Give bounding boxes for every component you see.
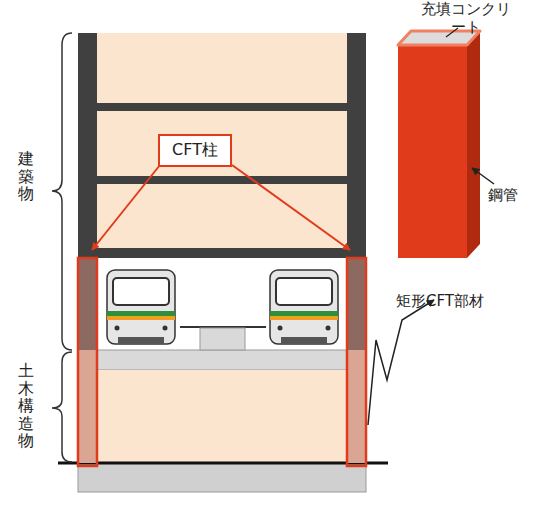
label-box: CFT柱 [158, 134, 232, 167]
box-label: CFT柱 [172, 140, 218, 161]
cft-column [78, 350, 97, 463]
civil-structure [78, 370, 366, 463]
building-label: 建築物 [18, 150, 34, 203]
train [107, 270, 175, 344]
ground-line [58, 462, 388, 465]
concrete-label: 充填コンクリート [416, 0, 516, 36]
cft-column [78, 258, 97, 350]
building-column [347, 33, 366, 258]
building-interior [78, 33, 366, 258]
zigzag-arrow [368, 300, 434, 425]
brace [52, 352, 72, 462]
platform-support [200, 328, 245, 350]
platform-slab [78, 350, 366, 370]
leader-arrow [92, 165, 160, 250]
brace [52, 33, 72, 350]
steel-tube-label: 鋼管 [488, 186, 518, 204]
cft-column [347, 258, 366, 350]
foundation [78, 463, 366, 492]
cft-column [347, 350, 366, 463]
cft-highlight [78, 258, 97, 466]
cft-highlight [347, 258, 366, 466]
building-column [78, 33, 97, 258]
floor-slab [78, 248, 366, 258]
floor-slab [78, 176, 366, 184]
station-space [97, 258, 347, 350]
cft-member [398, 31, 480, 258]
leader-arrow [232, 165, 350, 250]
member-label: 矩形CFT部材 [396, 292, 484, 310]
train [270, 270, 338, 344]
civil-label: 土木構造物 [18, 362, 34, 450]
floor-slab [78, 103, 366, 111]
leader-arrow [472, 168, 494, 184]
